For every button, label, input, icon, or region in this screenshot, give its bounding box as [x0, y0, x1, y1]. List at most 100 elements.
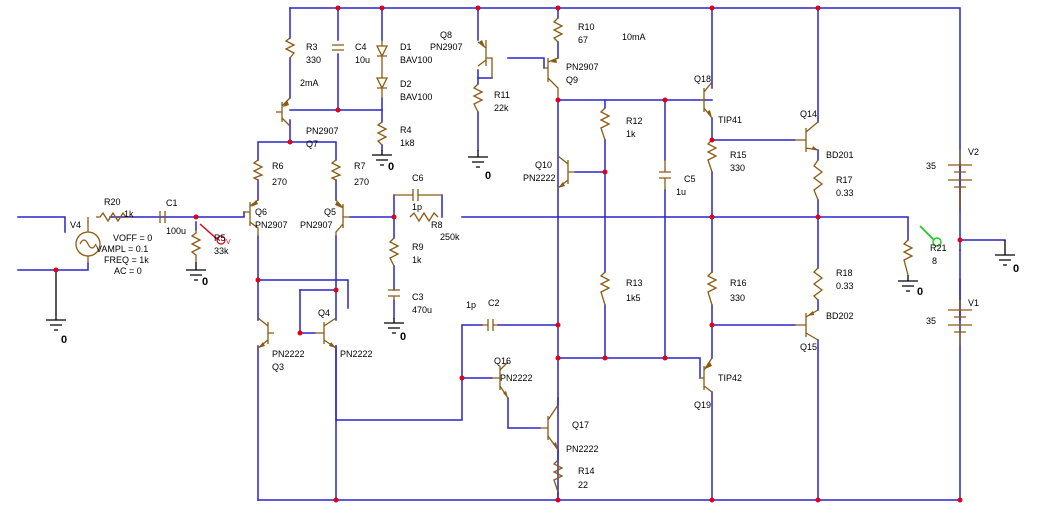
ground-label: 0: [61, 334, 67, 346]
transistor-q14[interactable]: [795, 121, 819, 152]
transistor-q4[interactable]: [315, 317, 337, 349]
part-q6: PN2907: [255, 220, 288, 230]
resistor-r9[interactable]: [388, 237, 400, 267]
transistor-q6[interactable]: [244, 199, 259, 236]
resistor-r5[interactable]: [190, 223, 226, 262]
ground-label: 0: [917, 286, 923, 298]
label-r9: R9: [412, 242, 424, 252]
value-r18: 0.33: [836, 281, 854, 291]
capacitor-c4[interactable]: [332, 44, 344, 51]
transistor-q10[interactable]: [557, 155, 575, 189]
label-q9: Q9: [566, 75, 578, 85]
ground-symbol: [898, 275, 918, 292]
label-d2: D2: [400, 79, 412, 89]
battery-v2[interactable]: [948, 150, 972, 210]
ground-symbol: [186, 262, 206, 281]
value-c4: 10u: [355, 55, 370, 65]
v4-sine-source[interactable]: [75, 217, 101, 263]
part-d1: BAV100: [400, 55, 432, 65]
value-r20: 1k: [124, 209, 134, 219]
label-c3: C3: [412, 292, 424, 302]
label-r14: R14: [578, 466, 595, 476]
diode-d1[interactable]: [375, 40, 389, 66]
transistor-q18[interactable]: [700, 81, 713, 119]
label-c4: C4: [355, 42, 367, 52]
label-q7: Q7: [306, 139, 318, 149]
resistor-r4[interactable]: [376, 121, 388, 146]
part-q16: PN2222: [500, 373, 533, 383]
value-r15: 330: [730, 163, 745, 173]
transistor-q17[interactable]: [540, 404, 559, 451]
transistor-q19[interactable]: [700, 357, 713, 393]
transistor-q9[interactable]: [544, 57, 559, 100]
transistor-q7[interactable]: [276, 97, 291, 127]
current-r10: 10mA: [622, 32, 646, 42]
components: [75, 17, 972, 493]
ground-label: 0: [485, 170, 491, 182]
capacitor-c5[interactable]: [659, 160, 671, 190]
capacitor-c6[interactable]: [394, 189, 442, 201]
junction-dots: [53, 5, 963, 503]
resistor-r21[interactable]: [902, 225, 942, 276]
resistor-r3[interactable]: [284, 37, 296, 59]
ground-label: 0: [388, 161, 394, 173]
value-r6: 270: [272, 177, 287, 187]
resistor-r14[interactable]: [552, 459, 564, 493]
label-q3: Q3: [272, 362, 284, 372]
label-q18: Q18: [694, 74, 711, 84]
label-r20: R20: [104, 197, 121, 207]
label-r3: R3: [306, 42, 318, 52]
battery-v1[interactable]: [948, 300, 972, 345]
label-q14: Q14: [800, 109, 817, 119]
value-r11: 22k: [494, 103, 509, 113]
resistor-r16[interactable]: [706, 271, 718, 306]
ground-symbol: [372, 150, 392, 166]
resistor-r20[interactable]: [96, 211, 130, 223]
label-c6: C6: [412, 173, 424, 183]
part-q3: PN2222: [272, 349, 305, 359]
value-c6: 1p: [412, 202, 422, 212]
part-q9: PN2907: [566, 62, 599, 72]
label-q17: Q17: [572, 420, 589, 430]
label-r21: R21: [930, 243, 947, 253]
value-v2: 35: [926, 161, 936, 171]
capacitor-c2[interactable]: [482, 319, 498, 331]
transistor-q8[interactable]: [477, 40, 493, 78]
grounds: [46, 150, 1015, 334]
transistor-q15[interactable]: [795, 309, 819, 341]
part-q7: PN2907: [306, 126, 339, 136]
part-q5: PN2907: [300, 220, 333, 230]
resistor-r7[interactable]: [330, 159, 342, 181]
param-ac: AC = 0: [114, 266, 142, 276]
diode-d2[interactable]: [375, 66, 389, 98]
resistor-r12[interactable]: [599, 107, 611, 141]
value-c5: 1u: [676, 187, 686, 197]
param-vampl: VAMPL = 0.1: [96, 244, 148, 254]
resistor-r13[interactable]: [599, 271, 611, 306]
resistor-r17[interactable]: [812, 159, 824, 201]
value-r5: 33k: [214, 246, 229, 256]
ground-label: 0: [202, 276, 208, 288]
resistor-r10[interactable]: [552, 17, 564, 43]
capacitor-c1[interactable]: [159, 211, 166, 223]
capacitor-c3[interactable]: [388, 289, 400, 300]
transistor-q3[interactable]: [257, 317, 274, 349]
part-q8: PN2907: [430, 42, 463, 52]
label-r10: R10: [578, 22, 595, 32]
ground-label: 0: [400, 331, 406, 343]
transistor-q5[interactable]: [335, 199, 350, 236]
part-q10: PN2222: [523, 173, 556, 183]
value-r16: 330: [730, 293, 745, 303]
component-labels: R3 330 C4 10u D1 BAV100 D2 BAV100 Q8 PN2…: [61, 22, 1019, 490]
resistor-r8[interactable]: [409, 211, 439, 223]
resistor-r11[interactable]: [472, 83, 484, 113]
current-r3: 2mA: [300, 78, 319, 88]
resistor-r15[interactable]: [706, 139, 718, 173]
transistor-q16[interactable]: [492, 361, 509, 399]
resistor-r18[interactable]: [812, 267, 824, 301]
part-q19: TIP42: [718, 373, 742, 383]
label-v4: V4: [70, 220, 81, 230]
resistor-r6[interactable]: [252, 159, 264, 181]
label-r4: R4: [400, 125, 412, 135]
